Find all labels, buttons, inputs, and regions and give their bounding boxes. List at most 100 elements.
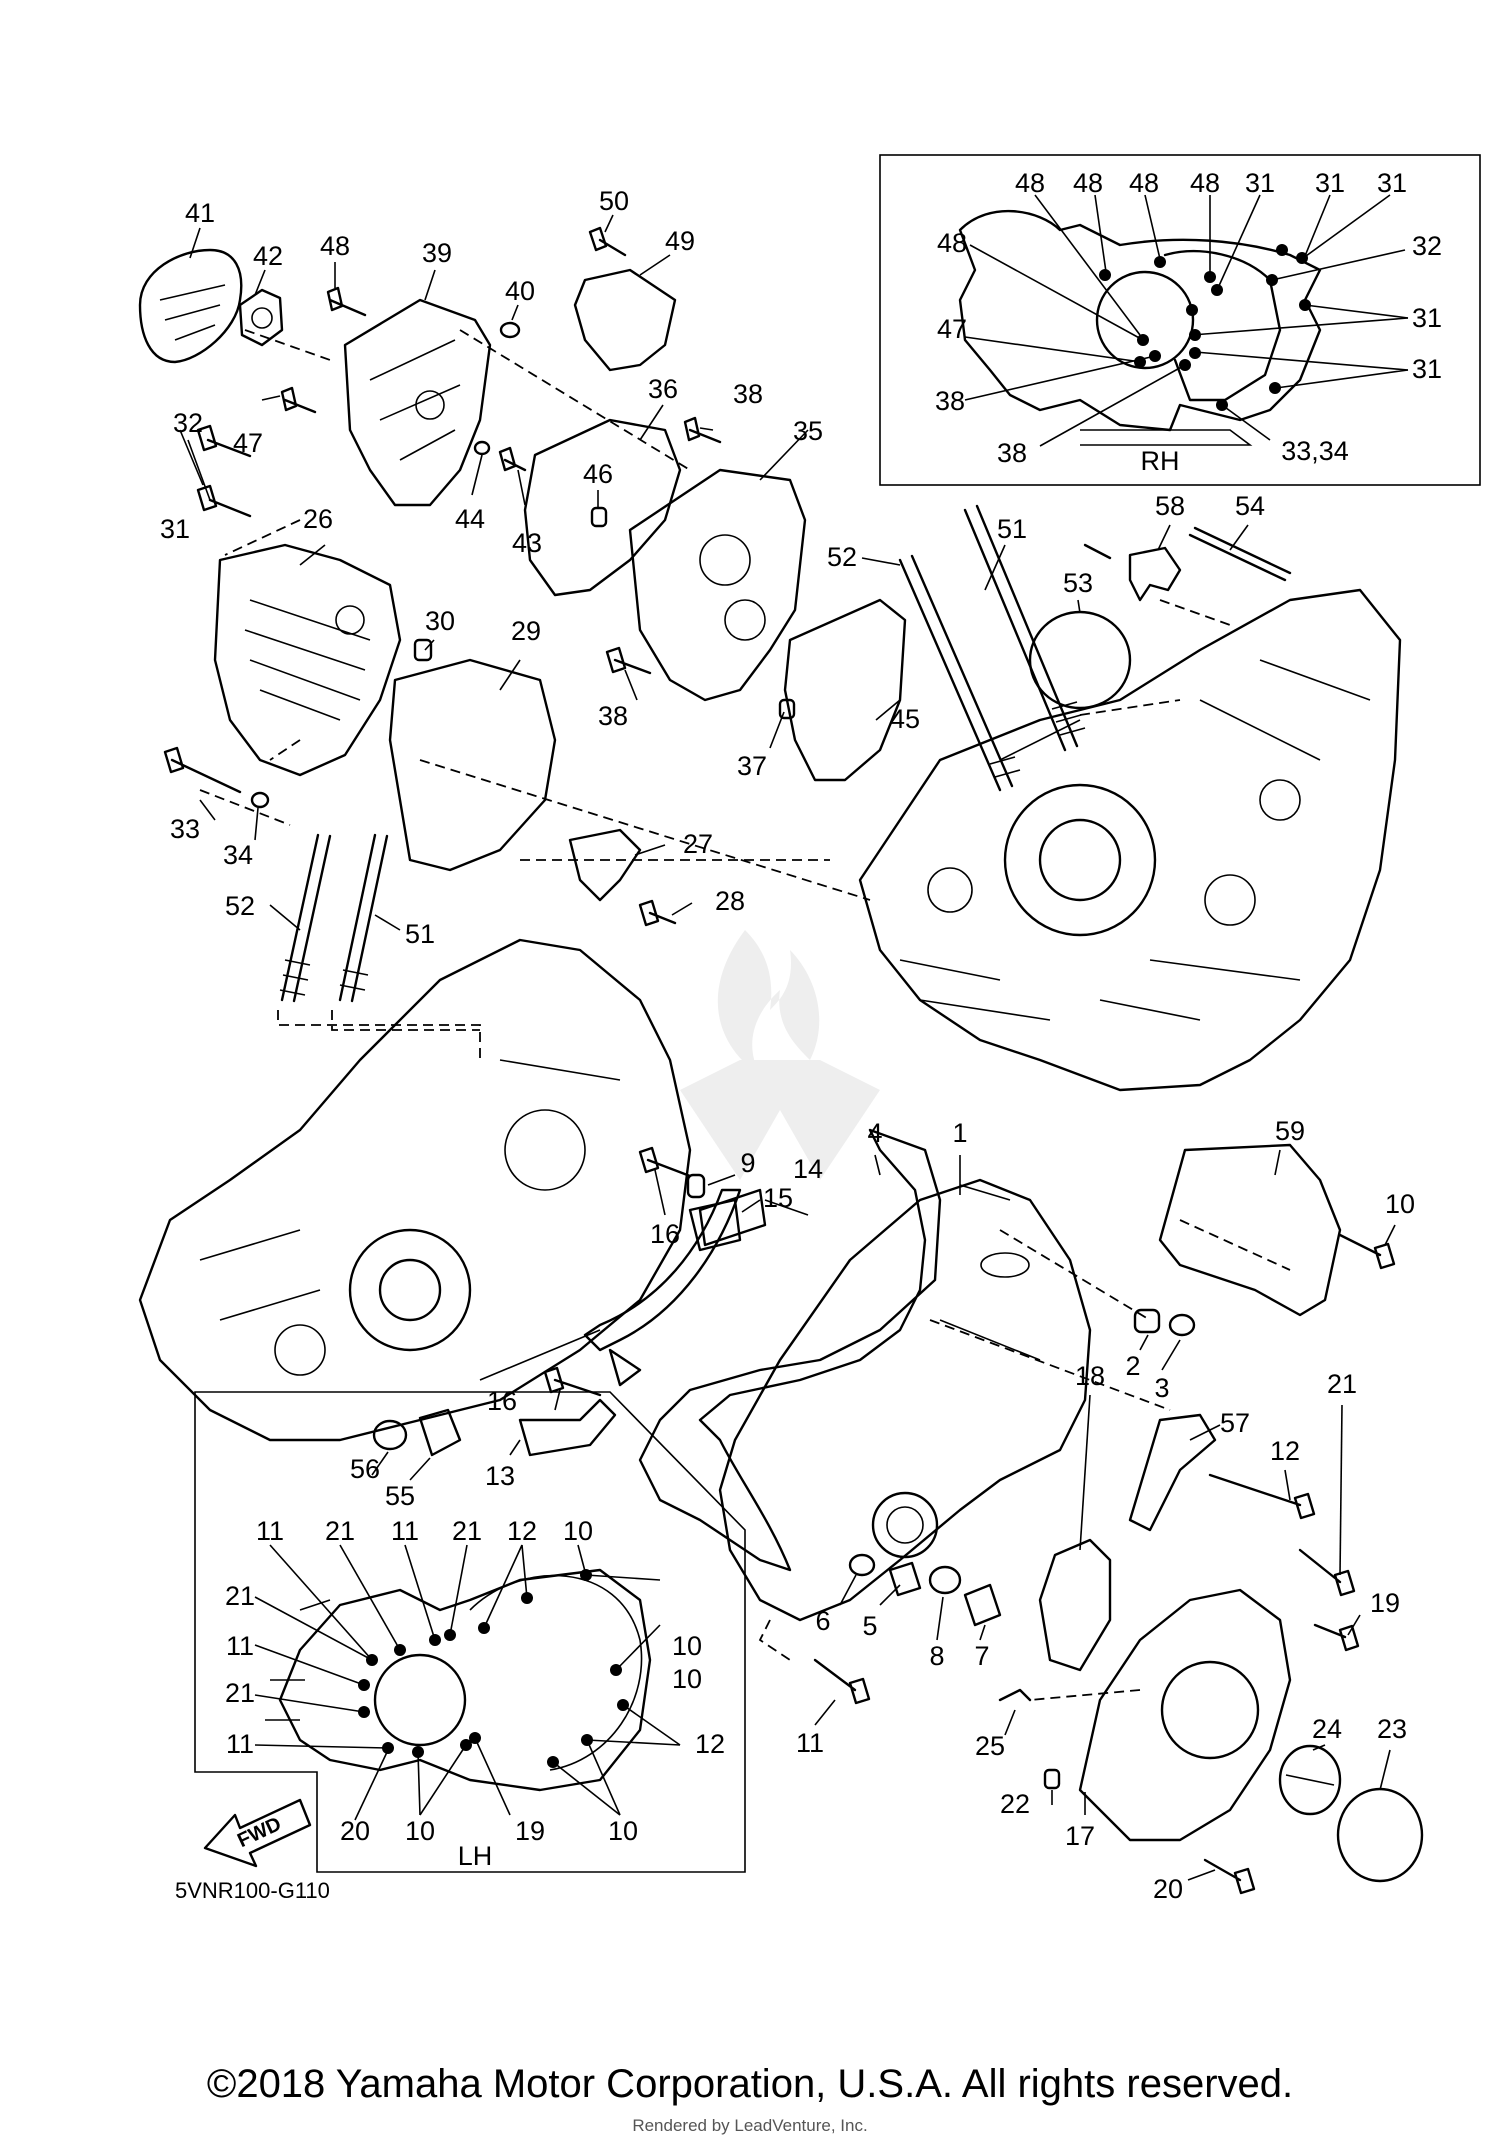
middle-small-parts bbox=[583, 1146, 767, 1387]
plugs-and-orings bbox=[848, 1553, 1002, 1627]
callout: 20 bbox=[1153, 1874, 1183, 1904]
callout: 13 bbox=[485, 1461, 515, 1491]
inset-rh-leaders bbox=[964, 194, 1409, 447]
callout: 28 bbox=[715, 886, 745, 916]
callout: 38 bbox=[935, 386, 965, 416]
callout: 42 bbox=[253, 241, 283, 271]
callout: 52 bbox=[225, 891, 255, 921]
callout: 10 bbox=[672, 1631, 702, 1661]
callout: 19 bbox=[515, 1816, 545, 1846]
callout: 48 bbox=[1073, 168, 1103, 198]
callout: 40 bbox=[505, 276, 535, 306]
callout: 12 bbox=[507, 1516, 537, 1546]
callout: 31 bbox=[1377, 168, 1407, 198]
callout: 25 bbox=[975, 1731, 1005, 1761]
callout: 43 bbox=[512, 528, 542, 558]
caps-24-23 bbox=[1278, 1744, 1424, 1883]
callout: 38 bbox=[598, 701, 628, 731]
inset-lh-dots bbox=[358, 1569, 629, 1768]
callout: 11 bbox=[226, 1631, 254, 1661]
callout: 21 bbox=[225, 1678, 255, 1708]
callout: 10 bbox=[405, 1816, 435, 1846]
callout: 48 bbox=[320, 231, 350, 261]
inset-lh-label: LH bbox=[458, 1841, 493, 1871]
callout: 21 bbox=[225, 1581, 255, 1611]
callout: 12 bbox=[1270, 1436, 1300, 1466]
right-cover-parts bbox=[1158, 1143, 1396, 1317]
callout: 24 bbox=[1312, 1714, 1342, 1744]
callout: 10 bbox=[1385, 1189, 1415, 1219]
callout: 21 bbox=[452, 1516, 482, 1546]
callout: 11 bbox=[796, 1728, 824, 1758]
callout: 45 bbox=[890, 704, 920, 734]
callout: 56 bbox=[350, 1454, 380, 1484]
watermark bbox=[680, 930, 880, 1180]
callout: 4 bbox=[867, 1118, 882, 1148]
callout: 16 bbox=[487, 1386, 517, 1416]
callout: 41 bbox=[185, 198, 215, 228]
callout: 48 bbox=[1015, 168, 1045, 198]
callout: 49 bbox=[665, 226, 695, 256]
callout: 33,34 bbox=[1281, 436, 1349, 466]
callout: 30 bbox=[425, 606, 455, 636]
callout: 38 bbox=[733, 379, 763, 409]
callout: 58 bbox=[1155, 491, 1185, 521]
callout: 12 bbox=[695, 1729, 725, 1759]
bolts-21-19 bbox=[1298, 1548, 1360, 1652]
callout: 52 bbox=[827, 542, 857, 572]
callout: 19 bbox=[1370, 1588, 1400, 1618]
callout: 44 bbox=[455, 504, 485, 534]
callout: 31 bbox=[160, 514, 190, 544]
callout: 3 bbox=[1154, 1373, 1169, 1403]
reference-code: 5VNR100-G110 bbox=[175, 1878, 330, 1903]
callout: 15 bbox=[763, 1183, 793, 1213]
callout: 48 bbox=[1190, 168, 1220, 198]
callout: 16 bbox=[650, 1219, 680, 1249]
crankcase-left bbox=[138, 938, 692, 1442]
callout: 22 bbox=[1000, 1789, 1030, 1819]
callout: 6 bbox=[815, 1606, 830, 1636]
upper-left-parts bbox=[138, 226, 907, 927]
callout: 17 bbox=[1065, 1821, 1095, 1851]
callout: 51 bbox=[997, 514, 1027, 544]
callout: 31 bbox=[1245, 168, 1275, 198]
callout: 50 bbox=[599, 186, 629, 216]
callout: 2 bbox=[1125, 1351, 1140, 1381]
callout: 47 bbox=[937, 314, 967, 344]
upper-right-small-parts bbox=[1028, 526, 1292, 710]
callout: 21 bbox=[1327, 1369, 1357, 1399]
lower-left-small-parts bbox=[372, 1366, 617, 1457]
callout: 29 bbox=[511, 616, 541, 646]
main-callouts: 41 42 48 39 50 49 40 32 47 44 43 36 38 3… bbox=[160, 186, 1415, 1904]
callout: 10 bbox=[672, 1664, 702, 1694]
callout: 51 bbox=[405, 919, 435, 949]
fwd-arrow-icon: FWD bbox=[203, 1798, 312, 1868]
callout: 57 bbox=[1220, 1408, 1250, 1438]
callout: 48 bbox=[937, 228, 967, 258]
callout: 23 bbox=[1377, 1714, 1407, 1744]
callout: 48 bbox=[1129, 168, 1159, 198]
inset-rh-dots bbox=[1099, 244, 1311, 411]
callout: 36 bbox=[648, 374, 678, 404]
callout: 26 bbox=[303, 504, 333, 534]
washer-parts bbox=[1133, 1308, 1196, 1337]
callout: 14 bbox=[793, 1154, 823, 1184]
callout: 27 bbox=[683, 829, 713, 859]
part-18 bbox=[1038, 1538, 1112, 1672]
callout: 32 bbox=[1412, 231, 1442, 261]
inset-rh-box: 48 48 48 48 31 31 31 32 31 31 48 47 38 3… bbox=[879, 154, 1481, 486]
leader-lines bbox=[179, 214, 1396, 1881]
callout: 46 bbox=[583, 459, 613, 489]
inset-rh-label: RH bbox=[1141, 446, 1180, 476]
callout: 9 bbox=[740, 1148, 755, 1178]
callout: 8 bbox=[929, 1641, 944, 1671]
render-credit: Rendered by LeadVenture, Inc. bbox=[632, 2116, 868, 2135]
callout: 10 bbox=[563, 1516, 593, 1546]
bolt-12 bbox=[1208, 1473, 1316, 1520]
callout: 1 bbox=[952, 1118, 967, 1148]
callout: 21 bbox=[325, 1516, 355, 1546]
stud-bolts-left bbox=[279, 833, 389, 1003]
callout: 18 bbox=[1075, 1361, 1105, 1391]
callout: 5 bbox=[862, 1611, 877, 1641]
